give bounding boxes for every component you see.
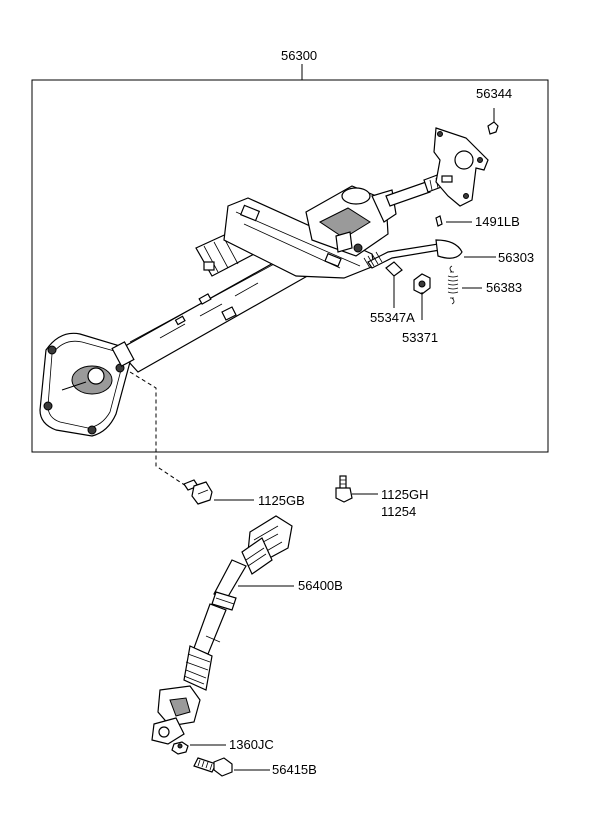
label-55347A: 55347A [370,310,415,325]
label-56415B: 56415B [272,762,317,777]
label-1491LB: 1491LB [475,214,520,229]
bolt-1125GH [335,475,378,503]
label-11254: 11254 [381,504,416,519]
label-56400B: 56400B [298,578,343,593]
assembly-frame [31,79,549,453]
column-flange [39,332,135,437]
steering-column-assembly [117,173,463,373]
intermediate-shaft-56400B [151,515,294,745]
bolt-1125GB [183,479,254,505]
washer-55347A [385,261,403,308]
label-1125GH: 1125GH [381,487,428,502]
label-56383: 56383 [486,280,522,295]
bolt-56415B [193,757,270,777]
label-53371: 53371 [402,330,438,345]
label-56303: 56303 [498,250,534,265]
label-56300: 56300 [281,48,317,63]
label-1125GB: 1125GB [258,493,305,508]
bracket-56344 [433,108,499,207]
nut-53371 [413,273,431,320]
label-1360JC: 1360JC [229,737,274,752]
spring-56383 [447,265,482,305]
nut-1360JC [171,741,226,755]
label-56344: 56344 [476,86,512,101]
pin-1491LB [435,215,472,227]
